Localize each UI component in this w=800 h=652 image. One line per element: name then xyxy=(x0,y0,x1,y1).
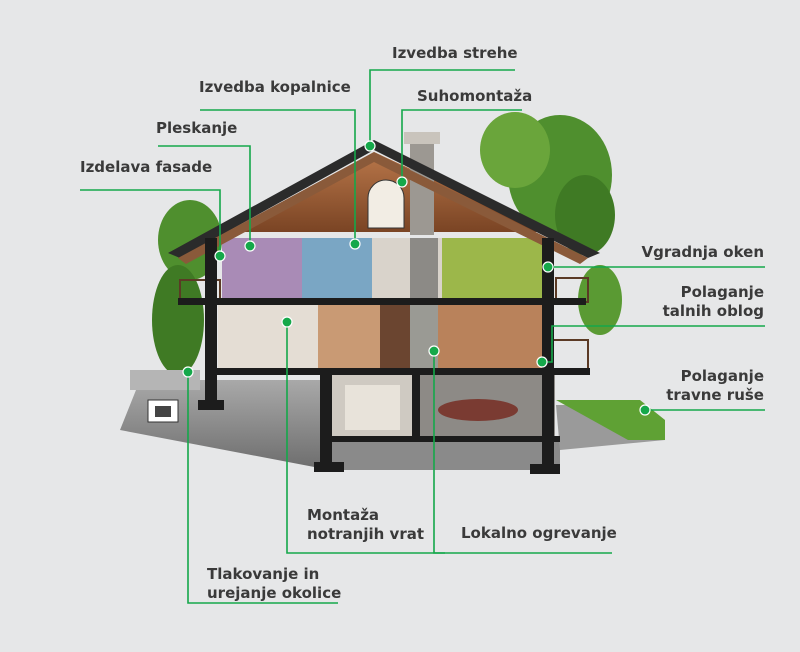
label-line: Montaža xyxy=(307,506,380,524)
label-polaganje-travne-ruse: Polaganje travne ruše xyxy=(666,367,764,405)
leader-lokalno-ogrevanje xyxy=(433,351,612,554)
label-line: urejanje okolice xyxy=(207,584,342,602)
label-izvedba-strehe: Izvedba strehe xyxy=(392,44,518,62)
label-izvedba-kopalnice: Izvedba kopalnice xyxy=(199,78,351,96)
leader-izvedba-kopalnice xyxy=(200,109,356,244)
label-line: talnih oblog xyxy=(662,302,764,320)
label-line: notranjih vrat xyxy=(307,525,425,543)
frame xyxy=(178,238,590,474)
label-line: Polaganje xyxy=(680,367,764,385)
leader-montaza-vrat xyxy=(286,322,445,554)
label-line: Polaganje xyxy=(680,283,764,301)
label-lokalno-ogrevanje: Lokalno ogrevanje xyxy=(461,524,617,542)
label-pleskanje: Pleskanje xyxy=(156,119,238,137)
label-montaza-notranjih-vrat: Montaža notranjih vrat xyxy=(307,506,424,544)
upper-floor xyxy=(179,238,589,303)
label-vgradnja-oken: Vgradnja oken xyxy=(641,243,765,261)
leader-izdelava-fasade xyxy=(80,189,221,256)
trees xyxy=(152,112,622,375)
label-line: travne ruše xyxy=(666,386,764,404)
ground-floor xyxy=(218,303,589,373)
leader-polaganje-talnih xyxy=(542,325,765,363)
roof xyxy=(168,132,600,264)
label-izdelava-fasade: Izdelava fasade xyxy=(80,158,213,176)
leader-dots xyxy=(182,140,651,416)
label-polaganje-talnih-oblog: Polaganje talnih oblog xyxy=(663,283,764,321)
label-suhomontaza: Suhomontaža xyxy=(417,87,533,105)
label-tlakovanje-in-urejanje-okolice: Tlakovanje in urejanje okolice xyxy=(207,565,341,603)
leader-izvedba-strehe xyxy=(369,69,515,145)
basement xyxy=(330,372,555,440)
ground xyxy=(120,370,665,470)
leader-pleskanje xyxy=(158,145,251,246)
label-line: Tlakovanje in xyxy=(207,565,320,583)
leader-tlakovanje xyxy=(187,372,338,604)
leader-suhomontaza xyxy=(401,109,522,182)
